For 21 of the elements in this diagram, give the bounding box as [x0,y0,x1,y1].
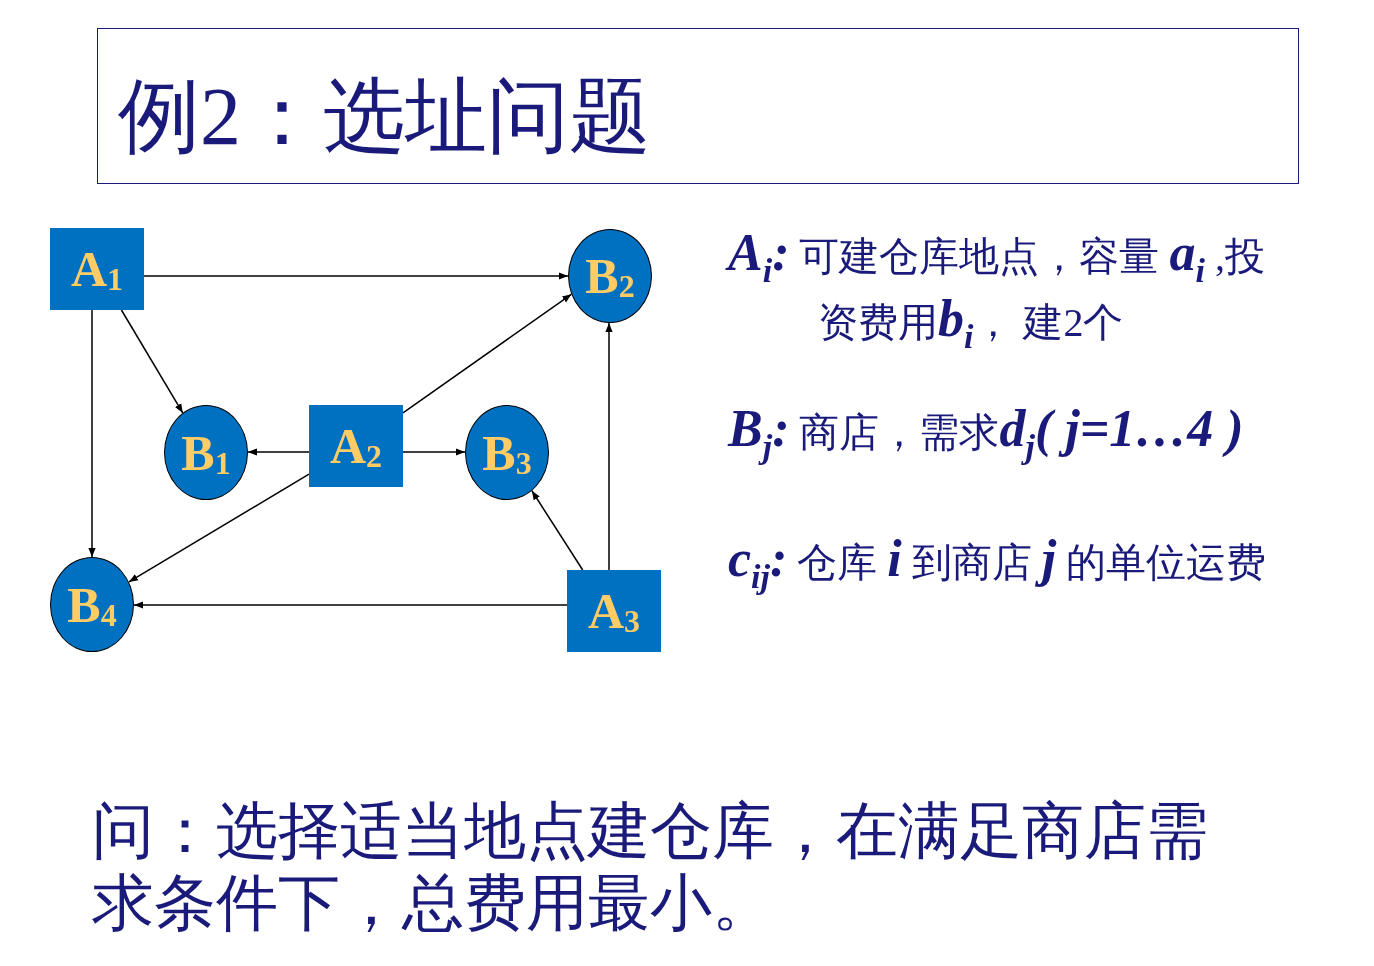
arrow [120,309,184,414]
warehouse-box: A$_{2}$ [309,405,403,487]
arrow [402,448,466,456]
arrow [605,322,613,571]
warehouse-box: A$_{3}$ [567,570,661,652]
arrow [128,473,310,583]
arrow [402,293,573,414]
arrow [133,601,568,609]
store-circle: B$_{2}$ [568,229,652,323]
arrow [247,448,310,456]
arrow [143,272,569,280]
arrow [88,309,96,558]
store-circle: B$_{3}$ [465,405,549,500]
definition-text: B$_{j}$: 商店，需求d$_{j}$( j=1…4 ) [728,399,1245,464]
warehouse-box: A$_{1}$ [50,228,144,310]
definition-text: c$_{ij}$: 仓库 i 到商店 j 的单位运费 [728,529,1268,594]
arrow [531,490,584,571]
question-text: 问：选择适当地点建仓库，在满足商店需求条件下，总费用最小。 [92,796,1209,939]
store-circle: B$_{1}$ [164,405,248,500]
title-text: 例2：选址问题 [97,28,1299,184]
store-circle: B$_{4}$ [50,557,134,652]
